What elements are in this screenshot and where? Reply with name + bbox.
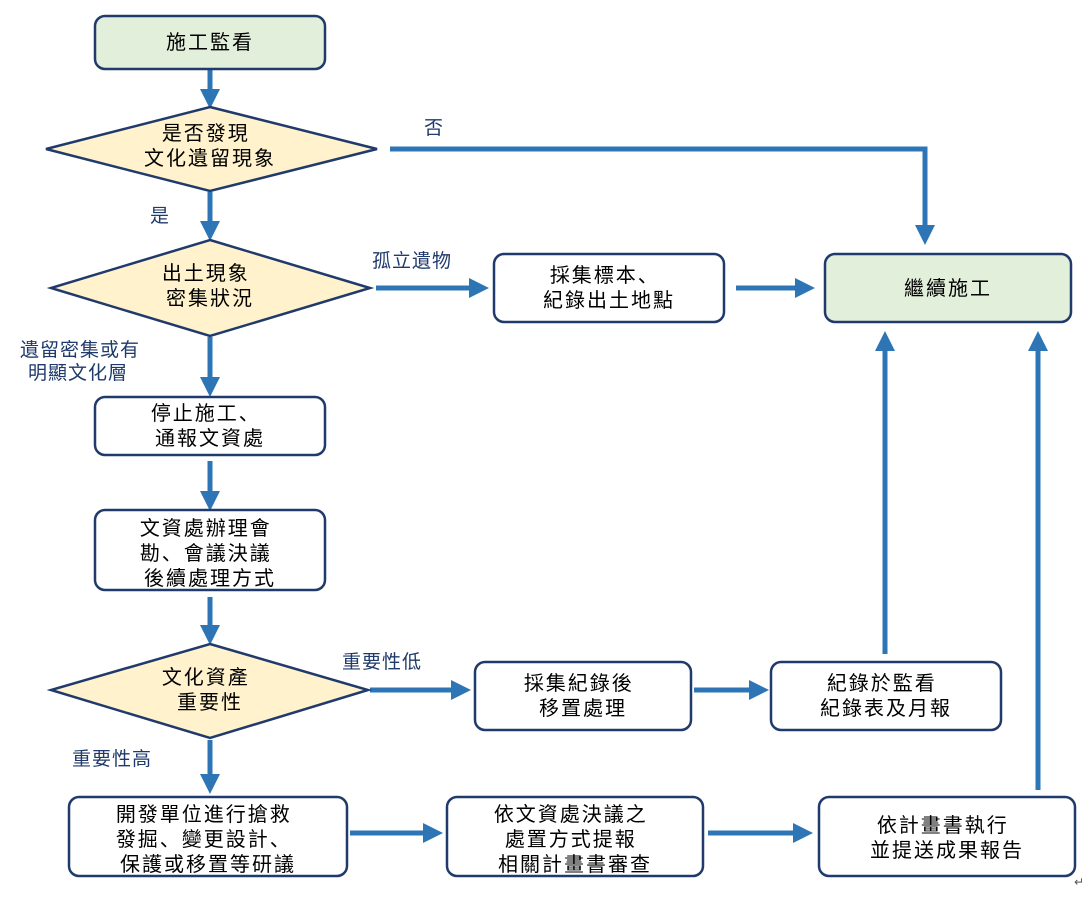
- node-inspection-line-2: 勘、會議決議: [140, 541, 272, 565]
- node-stop-work-line-1: 停止施工、: [151, 401, 261, 425]
- svg-text:繼續施工: 繼續施工: [904, 276, 992, 300]
- node-collect-relocate: 採集紀錄後 移置處理: [473, 660, 693, 732]
- node-inspection: 文資處辦理會 勘、會議決議 後續處理方式: [93, 508, 327, 592]
- node-start-line-1: 施工監看: [166, 30, 254, 54]
- node-continue-line-1: 繼續施工: [904, 276, 992, 300]
- node-collect-specimen: 採集標本、 紀錄出土地點: [492, 252, 726, 324]
- node-importance-line-1: 文化資產: [162, 665, 250, 689]
- connectors: [200, 70, 1048, 843]
- node-submit-plan-line-1: 依文資處決議之: [494, 802, 648, 826]
- arrow-found-no-to-continue: [390, 146, 935, 245]
- node-importance-line-2: 重要性: [177, 690, 243, 714]
- edge-labels: 否 是 孤立遺物 遺留密集或有 明顯文化層 重要性低 重要性高: [20, 117, 452, 770]
- node-execute-plan-line-2: 並提送成果報告: [870, 838, 1024, 862]
- svg-text:紀錄於監看 紀錄表及月報: 紀錄於監看 紀錄表及月報: [820, 671, 952, 720]
- svg-text:文資處辦理會 勘、會議決議 後續處理: 文資處辦理會 勘、會議決議 後續處理方式: [140, 516, 280, 590]
- node-record-report: 紀錄於監看 紀錄表及月報: [769, 660, 1003, 732]
- node-collect-specimen-line-2: 紀錄出土地點: [543, 288, 675, 312]
- node-stop-work: 停止施工、 通報文資處: [93, 395, 327, 457]
- node-execute-plan: 依計畫書執行 並提送成果報告: [817, 795, 1077, 878]
- node-rescue-line-2: 發掘、變更設計、: [116, 827, 292, 851]
- svg-text:依計畫書執行 並提送成果報告: 依計畫書執行 並提送成果報告: [870, 813, 1024, 862]
- node-inspection-line-3: 後續處理方式: [144, 566, 276, 590]
- label-isolated: 孤立遺物: [372, 250, 452, 272]
- node-record-report-line-2: 紀錄表及月報: [820, 696, 952, 720]
- svg-text:施工監看: 施工監看: [166, 30, 254, 54]
- svg-text:文化資產 重要性: 文化資產 重要性: [162, 665, 258, 714]
- node-submit-plan-line-2: 處置方式提報: [505, 827, 637, 851]
- label-dense-line-2: 明顯文化層: [28, 362, 128, 384]
- label-low: 重要性低: [342, 651, 422, 673]
- node-density-decision: 出土現象 密集狀況: [46, 238, 375, 338]
- node-collect-specimen-line-1: 採集標本、: [550, 263, 660, 287]
- svg-text:採集標本、 紀錄出土地點: 採集標本、 紀錄出土地點: [543, 263, 675, 312]
- svg-text:出土現象 密集狀況: 出土現象 密集狀況: [162, 261, 258, 310]
- label-no: 否: [424, 117, 444, 139]
- node-importance-decision: 文化資產 重要性: [46, 642, 373, 740]
- node-submit-plan-line-3: 相關計畫書審查: [498, 852, 652, 876]
- node-rescue-line-3: 保護或移置等研議: [120, 852, 296, 876]
- svg-text:停止施工、 通報文資處: 停止施工、 通報文資處: [151, 401, 269, 450]
- node-inspection-line-1: 文資處辦理會: [140, 516, 272, 540]
- node-stop-work-line-2: 通報文資處: [155, 426, 265, 450]
- node-found-line-2: 文化遺留現象: [144, 146, 276, 170]
- node-found-line-1: 是否發現: [162, 121, 250, 145]
- label-dense-line-1: 遺留密集或有: [20, 339, 140, 361]
- node-start: 施工監看: [93, 14, 327, 71]
- node-record-report-line-1: 紀錄於監看: [827, 671, 937, 695]
- node-density-line-2: 密集狀況: [166, 286, 254, 310]
- label-yes: 是: [150, 205, 170, 227]
- node-submit-plan: 依文資處決議之 處置方式提報 相關計畫書審查: [445, 795, 705, 878]
- svg-text:開發單位進行搶救 發掘、變更設計、: 開發單位進行搶救 發掘、變更設計、 保護或移置等研議: [116, 802, 300, 876]
- label-high: 重要性高: [72, 748, 152, 770]
- svg-text:遺留密集或有 明顯文化層: 遺留密集或有 明顯文化層: [20, 339, 147, 384]
- node-collect-relocate-line-2: 移置處理: [539, 696, 627, 720]
- node-rescue: 開發單位進行搶救 發掘、變更設計、 保護或移置等研議: [67, 795, 349, 878]
- svg-text:採集紀錄後 移置處理: 採集紀錄後 移置處理: [524, 671, 642, 720]
- node-found-decision: 是否發現 文化遺留現象: [45, 105, 378, 193]
- node-execute-plan-line-1: 依計畫書執行: [877, 813, 1009, 837]
- node-continue: 繼續施工: [823, 252, 1073, 324]
- node-density-line-1: 出土現象: [162, 261, 250, 285]
- node-rescue-line-1: 開發單位進行搶救: [116, 802, 292, 826]
- svg-text:依文資處決議之 處置方式提報 相關計: 依文資處決議之 處置方式提報 相關計畫書審查: [494, 802, 656, 876]
- svg-text:是否發現 文化遺留現象: 是否發現 文化遺留現象: [144, 121, 276, 170]
- paragraph-end-mark: ↵: [1074, 875, 1084, 889]
- node-collect-relocate-line-1: 採集紀錄後: [524, 671, 634, 695]
